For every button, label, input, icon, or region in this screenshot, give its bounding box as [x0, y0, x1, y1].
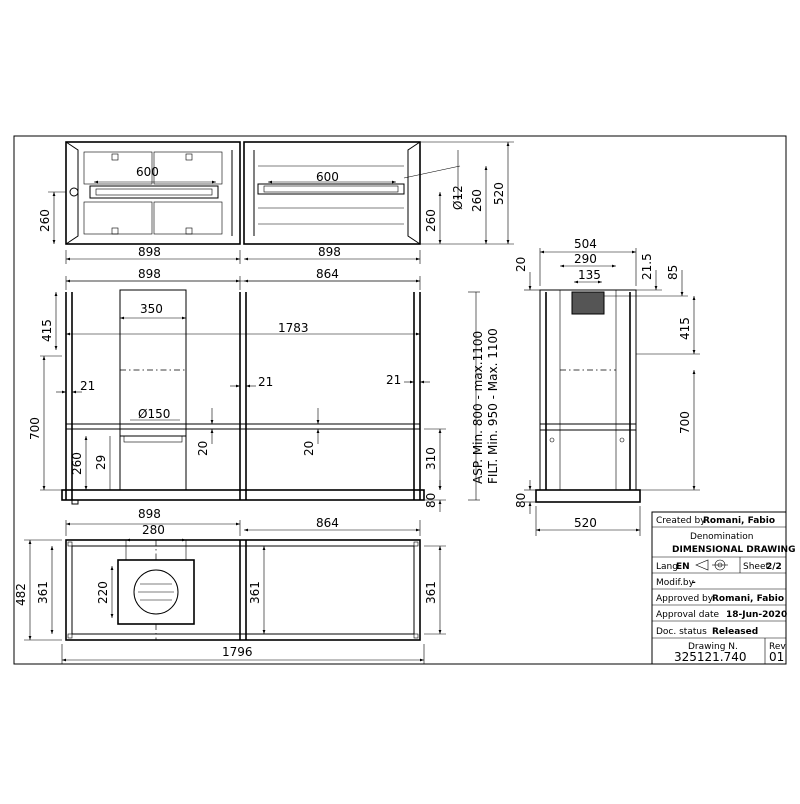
dim-front-350: 350 — [140, 302, 163, 316]
dim-front-898: 898 — [138, 267, 161, 281]
dim-top-898-left: 898 — [138, 245, 161, 259]
dim-side-135: 135 — [578, 268, 601, 282]
dim-side-520: 520 — [574, 516, 597, 530]
title-block: Created by Romani, Fabio Denomination DI… — [651, 511, 795, 665]
side-view — [535, 289, 641, 503]
plan-view — [65, 539, 421, 641]
dim-front-415: 415 — [40, 319, 54, 342]
tb-rev-label: Rev — [769, 642, 786, 652]
dim-top-260-left: 260 — [38, 209, 52, 232]
tb-sheet-label: Sheet — [743, 562, 769, 572]
top-view-dimensions: 600 600 898 898 260 Ø12 260 520 260 — [38, 141, 514, 264]
dim-top-600-left: 600 — [136, 165, 159, 179]
tb-created-label: Created by — [656, 516, 706, 526]
dim-side-504: 504 — [574, 237, 597, 251]
dim-front-864: 864 — [316, 267, 339, 281]
tb-sheet-value: 2/2 — [766, 562, 782, 572]
dim-top-520: 520 — [492, 182, 506, 205]
dim-front-80: 80 — [424, 493, 438, 508]
tb-lang-label: Lang — [656, 562, 678, 572]
range-label-filt: FILT. Min. 950 - Max. 1100 — [486, 328, 500, 484]
dim-side-215: 21.5 — [640, 253, 654, 280]
dim-top-600-right: 600 — [316, 170, 339, 184]
dim-plan-1796: 1796 — [222, 645, 253, 659]
dim-front-20-left: 20 — [196, 441, 210, 456]
dim-side-700: 700 — [678, 411, 692, 434]
dim-top-260-right: 260 — [424, 209, 438, 232]
plan-view-dimensions: 898 864 280 220 482 361 361 361 1796 — [14, 507, 446, 664]
tb-drawing-value: 325121.740 — [674, 650, 747, 664]
front-view — [61, 289, 425, 505]
top-view — [65, 141, 461, 245]
dim-side-415: 415 — [678, 317, 692, 340]
tb-created-value: Romani, Fabio — [703, 516, 775, 526]
dim-plan-361-mid: 361 — [248, 581, 262, 604]
dim-front-dia150: Ø150 — [138, 407, 170, 421]
side-view-dimensions: 504 290 135 20 21.5 85 415 700 80 520 — [514, 237, 700, 536]
dim-front-700: 700 — [28, 417, 42, 440]
dim-side-290: 290 — [574, 252, 597, 266]
dim-front-21-right: 21 — [386, 373, 401, 387]
dim-side-85: 85 — [666, 265, 680, 280]
tb-modif-label: Modif.by — [656, 578, 695, 588]
tb-approved-value: Romani, Fabio — [712, 594, 784, 604]
dim-side-20: 20 — [514, 257, 528, 272]
dim-front-1783: 1783 — [278, 321, 309, 335]
dim-top-dia12: Ø12 — [451, 185, 465, 210]
dim-plan-361-left: 361 — [36, 581, 50, 604]
tb-doc-status-label: Doc. status — [656, 627, 707, 637]
tb-denomination-label: Denomination — [690, 532, 753, 542]
tb-rev-value: 01 — [769, 650, 784, 664]
tb-denomination-value: DIMENSIONAL DRAWING — [672, 545, 795, 555]
dim-plan-898: 898 — [138, 507, 161, 521]
dim-plan-361-right: 361 — [424, 581, 438, 604]
tb-approved-label: Approved by — [656, 594, 714, 604]
dim-front-310: 310 — [424, 447, 438, 470]
dim-plan-864: 864 — [316, 516, 339, 530]
dim-front-21-left: 21 — [80, 379, 95, 393]
tb-modif-value: - — [692, 578, 696, 588]
dim-front-21-mid: 21 — [258, 375, 273, 389]
tb-drawing-label: Drawing N. — [688, 642, 738, 652]
dim-top-898-right: 898 — [318, 245, 341, 259]
tb-doc-status-value: Released — [712, 627, 758, 637]
dim-front-20-right: 20 — [302, 441, 316, 456]
dim-plan-220: 220 — [96, 581, 110, 604]
tb-approval-date-value: 18-Jun-2020 — [726, 610, 787, 620]
dim-plan-482: 482 — [14, 583, 28, 606]
sheet-border — [13, 135, 787, 665]
range-label-asp: ASP. Min. 800 - max.1100 — [471, 331, 485, 484]
dim-front-29: 29 — [94, 455, 108, 470]
tb-approval-date-label: Approval date — [656, 610, 720, 620]
dim-side-80: 80 — [514, 493, 528, 508]
projection-symbol-icon — [695, 559, 728, 571]
front-view-dimensions: 898 864 350 1783 415 700 21 21 21 Ø150 2… — [28, 267, 500, 512]
tb-lang-value: EN — [676, 562, 690, 572]
dim-top-260-mid: 260 — [470, 189, 484, 212]
dim-plan-280: 280 — [142, 523, 165, 537]
dim-front-260: 260 — [70, 452, 84, 475]
